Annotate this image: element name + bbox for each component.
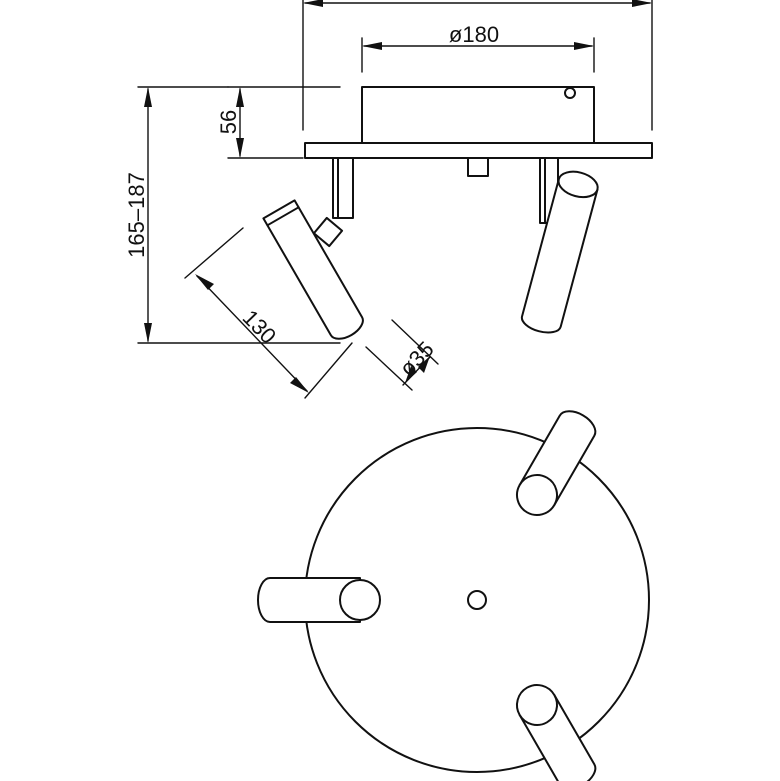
right-spotlight	[520, 170, 599, 334]
center-hole	[467, 590, 487, 610]
top-left-spot	[257, 577, 381, 623]
base-height-dimension: 56	[216, 86, 341, 159]
base-diameter-label: ø180	[449, 22, 499, 47]
spot-diameter-label: ø35	[394, 336, 438, 381]
spot-length-label: 130	[238, 305, 281, 349]
side-view: ø180 56 165–187	[124, 0, 653, 399]
overall-width-dimension	[302, 0, 653, 131]
left-spotlight	[262, 199, 364, 340]
center-screw	[467, 157, 489, 177]
total-height-dimension: 165–187	[124, 86, 341, 344]
total-height-label: 165–187	[124, 172, 149, 258]
base-diameter-dimension: ø180	[361, 22, 595, 73]
top-view	[257, 410, 650, 781]
spot-diameter-dimension: ø35	[365, 319, 439, 391]
top-upper-right-spot	[516, 410, 597, 516]
top-lower-right-spot	[516, 684, 597, 781]
canopy	[361, 86, 595, 144]
left-spot-arm	[312, 157, 354, 248]
base-height-label: 56	[216, 110, 241, 134]
ceiling-plate	[304, 142, 653, 159]
